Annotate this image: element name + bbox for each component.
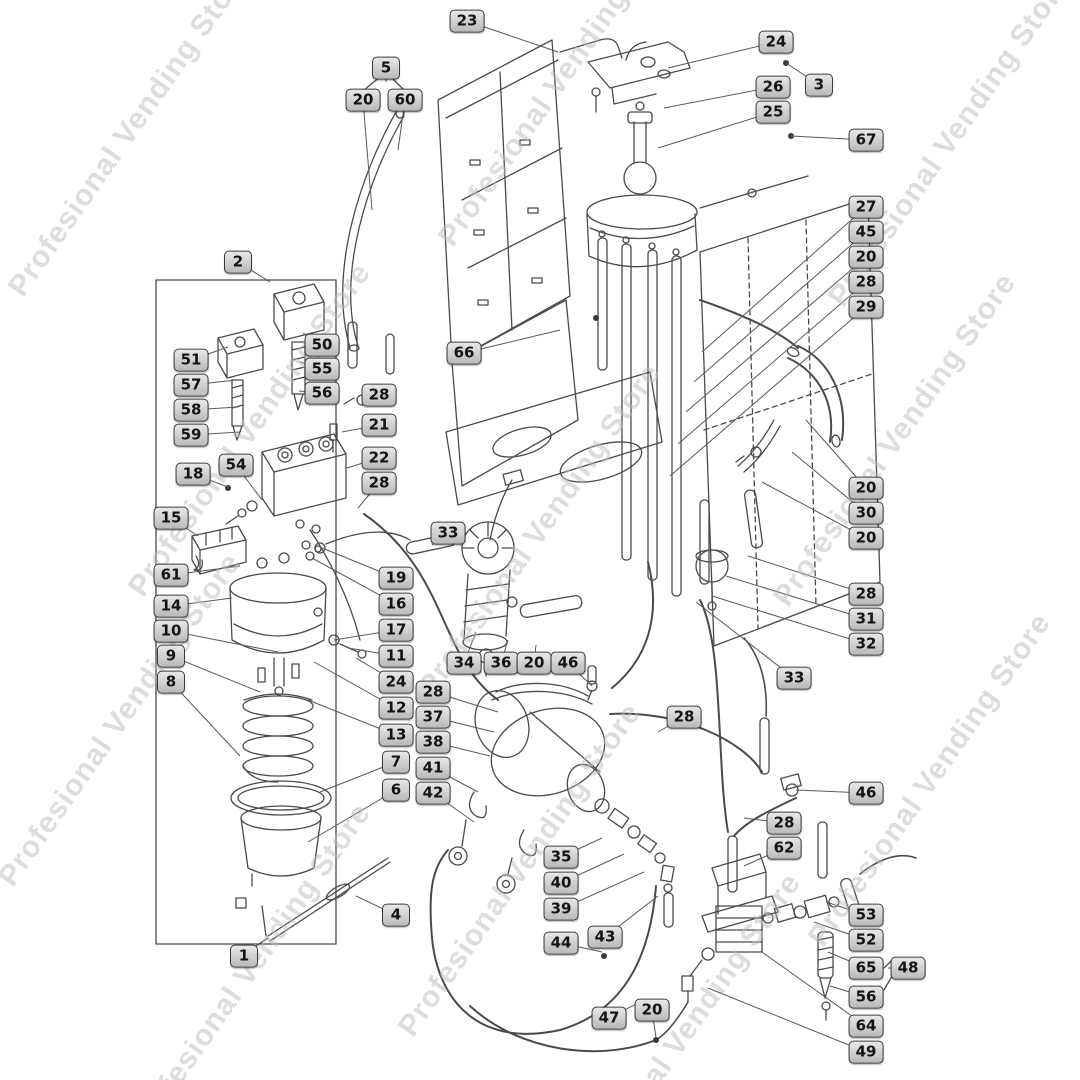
part-callout-1: 1 bbox=[230, 944, 258, 968]
part-callout-44: 44 bbox=[543, 931, 579, 955]
part-callout-2: 2 bbox=[224, 250, 252, 274]
part-callout-52: 52 bbox=[848, 928, 884, 952]
part-callout-36: 36 bbox=[483, 651, 519, 675]
part-callout-27: 27 bbox=[848, 195, 884, 219]
part-callout-67: 67 bbox=[848, 128, 884, 152]
part-callout-66: 66 bbox=[446, 341, 482, 365]
part-callout-40: 40 bbox=[543, 871, 579, 895]
part-callout-11: 11 bbox=[378, 644, 414, 668]
part-callout-38: 38 bbox=[415, 730, 451, 754]
part-callout-6: 6 bbox=[382, 778, 410, 802]
part-callout-61: 61 bbox=[153, 563, 189, 587]
part-callout-55: 55 bbox=[304, 357, 340, 381]
part-callout-14: 14 bbox=[153, 594, 189, 618]
part-callout-26: 26 bbox=[755, 75, 791, 99]
part-callout-47: 47 bbox=[591, 1006, 627, 1030]
part-callout-20: 20 bbox=[634, 998, 670, 1022]
part-callout-15: 15 bbox=[153, 506, 189, 530]
part-callout-4: 4 bbox=[382, 903, 410, 927]
part-callout-21: 21 bbox=[361, 413, 397, 437]
part-callout-56: 56 bbox=[304, 381, 340, 405]
part-callout-12: 12 bbox=[378, 696, 414, 720]
part-callout-58: 58 bbox=[173, 398, 209, 422]
part-callout-35: 35 bbox=[543, 845, 579, 869]
part-callout-7: 7 bbox=[382, 750, 410, 774]
part-callout-43: 43 bbox=[587, 925, 623, 949]
part-callout-30: 30 bbox=[848, 501, 884, 525]
part-callout-33: 33 bbox=[430, 521, 466, 545]
part-callout-64: 64 bbox=[848, 1014, 884, 1038]
part-callout-29: 29 bbox=[848, 295, 884, 319]
part-callout-56: 56 bbox=[848, 985, 884, 1009]
part-callout-49: 49 bbox=[848, 1040, 884, 1064]
part-callout-19: 19 bbox=[378, 566, 414, 590]
part-callout-28: 28 bbox=[415, 680, 451, 704]
part-callout-24: 24 bbox=[378, 670, 414, 694]
part-callout-28: 28 bbox=[361, 471, 397, 495]
part-callout-57: 57 bbox=[173, 373, 209, 397]
part-callout-33: 33 bbox=[776, 666, 812, 690]
part-callout-48: 48 bbox=[890, 956, 926, 980]
part-callout-28: 28 bbox=[766, 811, 802, 835]
part-callout-13: 13 bbox=[378, 723, 414, 747]
part-callout-39: 39 bbox=[543, 897, 579, 921]
part-callout-18: 18 bbox=[175, 462, 211, 486]
part-callout-22: 22 bbox=[361, 446, 397, 470]
part-callout-60: 60 bbox=[387, 88, 423, 112]
part-callout-32: 32 bbox=[848, 632, 884, 656]
part-callout-24: 24 bbox=[758, 30, 794, 54]
part-callout-20: 20 bbox=[516, 651, 552, 675]
part-callout-59: 59 bbox=[173, 423, 209, 447]
part-callout-28: 28 bbox=[848, 582, 884, 606]
part-callout-42: 42 bbox=[415, 781, 451, 805]
part-callout-20: 20 bbox=[848, 476, 884, 500]
part-callout-20: 20 bbox=[345, 88, 381, 112]
part-callout-28: 28 bbox=[848, 270, 884, 294]
part-callout-25: 25 bbox=[755, 100, 791, 124]
artwork-lines bbox=[155, 38, 917, 1053]
part-callout-31: 31 bbox=[848, 607, 884, 631]
part-callout-46: 46 bbox=[550, 651, 586, 675]
part-callout-37: 37 bbox=[415, 705, 451, 729]
part-callout-54: 54 bbox=[218, 453, 254, 477]
part-callout-45: 45 bbox=[848, 220, 884, 244]
part-callout-17: 17 bbox=[378, 618, 414, 642]
part-callout-53: 53 bbox=[848, 903, 884, 927]
part-callout-46: 46 bbox=[848, 781, 884, 805]
part-callout-8: 8 bbox=[157, 670, 185, 694]
part-callout-62: 62 bbox=[766, 836, 802, 860]
part-callout-65: 65 bbox=[848, 956, 884, 980]
part-callout-20: 20 bbox=[848, 526, 884, 550]
part-callout-51: 51 bbox=[173, 348, 209, 372]
part-callout-3: 3 bbox=[805, 73, 833, 97]
part-callout-41: 41 bbox=[415, 756, 451, 780]
part-callout-28: 28 bbox=[361, 383, 397, 407]
part-callout-10: 10 bbox=[153, 619, 189, 643]
part-callout-50: 50 bbox=[304, 333, 340, 357]
part-callout-16: 16 bbox=[378, 592, 414, 616]
part-callout-9: 9 bbox=[157, 644, 185, 668]
part-callout-5: 5 bbox=[372, 56, 400, 80]
part-callout-23: 23 bbox=[449, 9, 485, 33]
part-callout-34: 34 bbox=[446, 651, 482, 675]
part-callout-20: 20 bbox=[848, 245, 884, 269]
part-callout-28: 28 bbox=[666, 705, 702, 729]
